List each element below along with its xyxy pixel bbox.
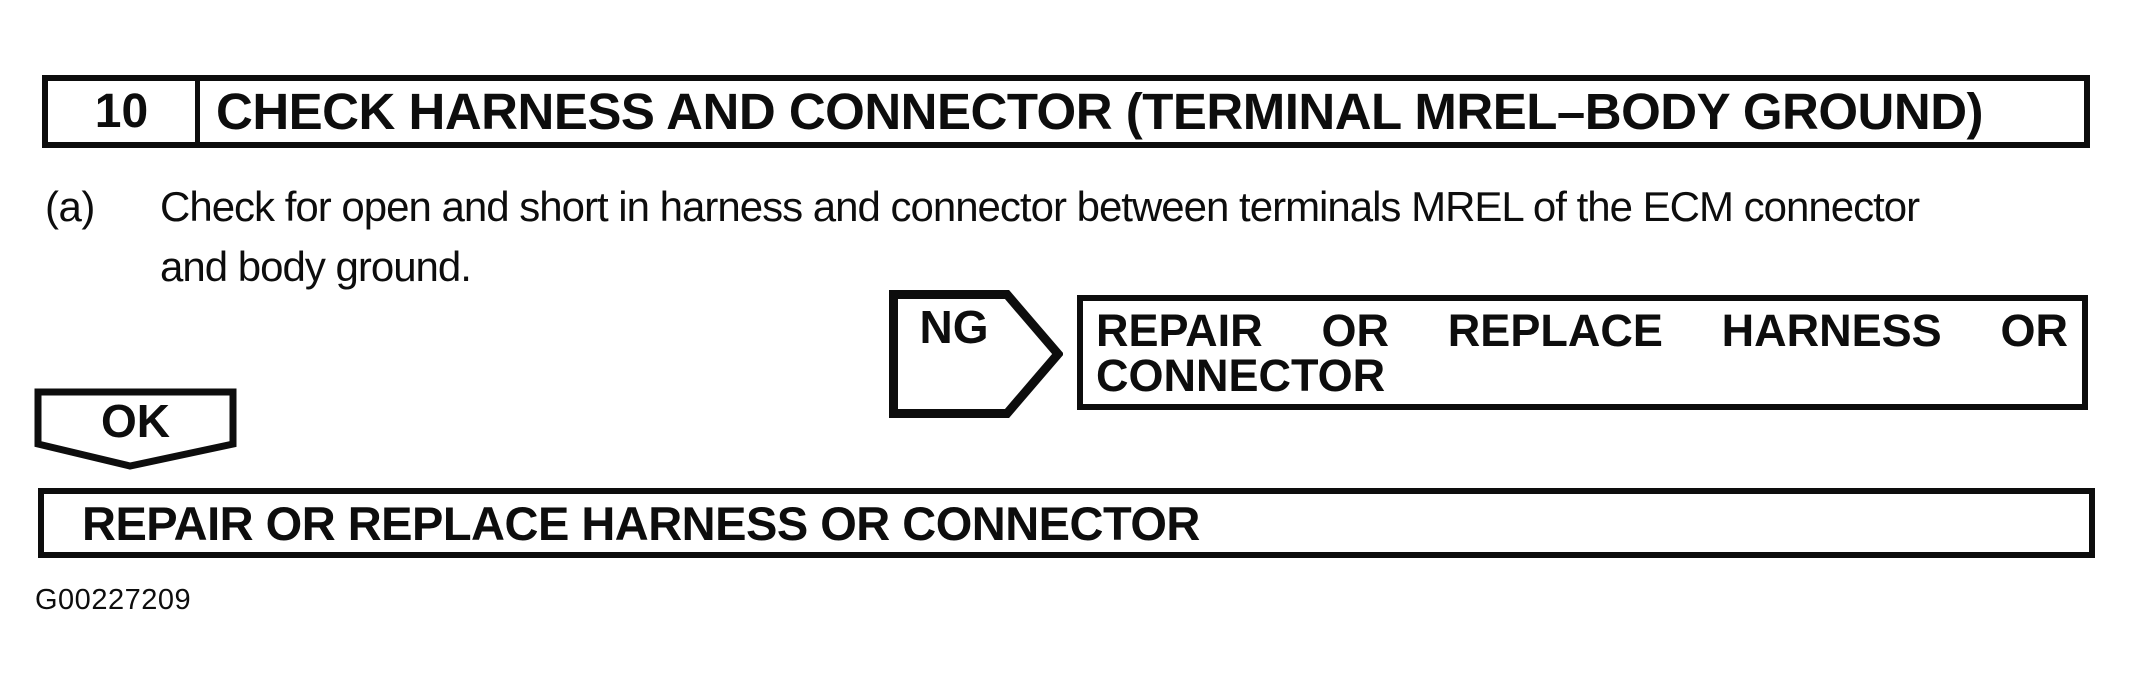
ng-result-line-2: CONNECTOR <box>1096 350 1386 401</box>
ng-result-line-1: REPAIR OR REPLACE HARNESS OR <box>1096 305 2068 356</box>
ok-connector-label: OK <box>101 395 170 447</box>
step-header-box: 10 CHECK HARNESS AND CONNECTOR (TERMINAL… <box>42 75 2090 148</box>
ok-result-text: REPAIR OR REPLACE HARNESS OR CONNECTOR <box>82 496 1200 550</box>
ng-arrow-icon <box>889 290 1063 418</box>
step-title: CHECK HARNESS AND CONNECTOR (TERMINAL MR… <box>216 83 1984 140</box>
ng-result-box: REPAIR OR REPLACE HARNESS OR CONNECTOR <box>1077 295 2088 410</box>
ng-connector-label: NG <box>919 301 989 353</box>
ok-arrow-icon <box>34 388 237 470</box>
instruction-label: (a) <box>45 183 95 230</box>
instruction-line-2: and body ground. <box>160 243 472 290</box>
instruction-text: Check for open and short in harness and … <box>160 177 1920 297</box>
ng-arrow-shape <box>889 290 1063 418</box>
instruction-line-1: Check for open and short in harness and … <box>160 183 1920 230</box>
ok-arrow-shape <box>34 388 237 470</box>
figure-code: G00227209 <box>35 584 192 616</box>
step-number: 10 <box>48 81 200 142</box>
ok-result-box: REPAIR OR REPLACE HARNESS OR CONNECTOR <box>38 488 2095 558</box>
